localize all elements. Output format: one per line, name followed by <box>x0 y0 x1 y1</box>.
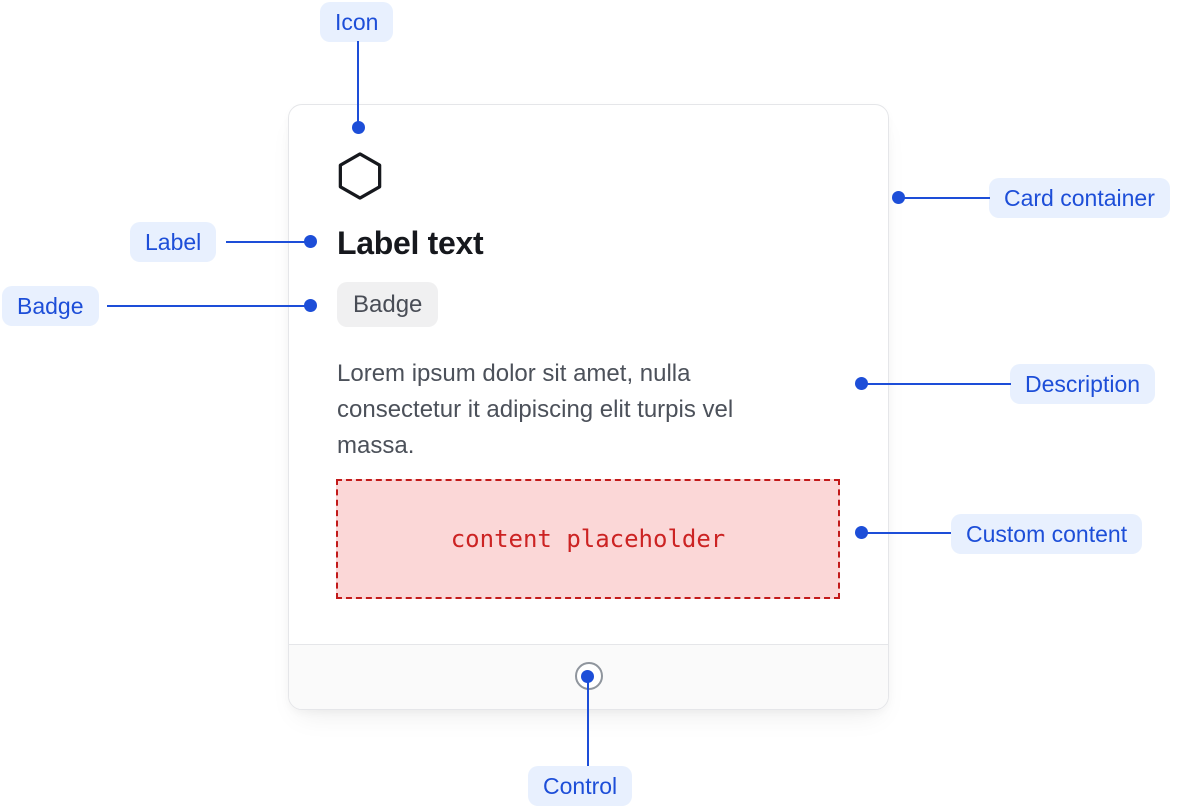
leader-line-badge <box>107 305 311 307</box>
leader-line-icon <box>357 41 359 123</box>
leader-line-description <box>861 383 1011 385</box>
custom-content-slot: content placeholder <box>336 479 840 599</box>
callout-card-container: Card container <box>989 178 1170 218</box>
leader-dot-custom-content <box>855 526 868 539</box>
leader-line-control <box>587 678 589 766</box>
leader-line-card-container <box>898 197 990 199</box>
leader-dot-icon <box>352 121 365 134</box>
callout-description: Description <box>1010 364 1156 404</box>
leader-dot-control <box>581 670 594 683</box>
card-label: Label text <box>337 225 484 261</box>
callout-label: Label <box>130 222 217 262</box>
leader-dot-description <box>855 377 868 390</box>
custom-content-placeholder-text: content placeholder <box>450 525 726 553</box>
leader-dot-badge <box>304 299 317 312</box>
hexagon-icon <box>338 152 382 200</box>
callout-badge: Badge <box>2 286 99 326</box>
callout-custom-content: Custom content <box>951 514 1143 554</box>
leader-dot-label <box>304 235 317 248</box>
leader-line-custom-content <box>861 532 951 534</box>
leader-dot-card-container <box>892 191 905 204</box>
card-container: Label text Badge Lorem ipsum dolor sit a… <box>288 104 889 710</box>
card-badge: Badge <box>337 282 439 327</box>
callout-icon: Icon <box>320 2 394 42</box>
callout-control: Control <box>528 766 633 806</box>
leader-line-label <box>226 241 312 243</box>
card-description: Lorem ipsum dolor sit amet, nulla consec… <box>337 360 734 459</box>
